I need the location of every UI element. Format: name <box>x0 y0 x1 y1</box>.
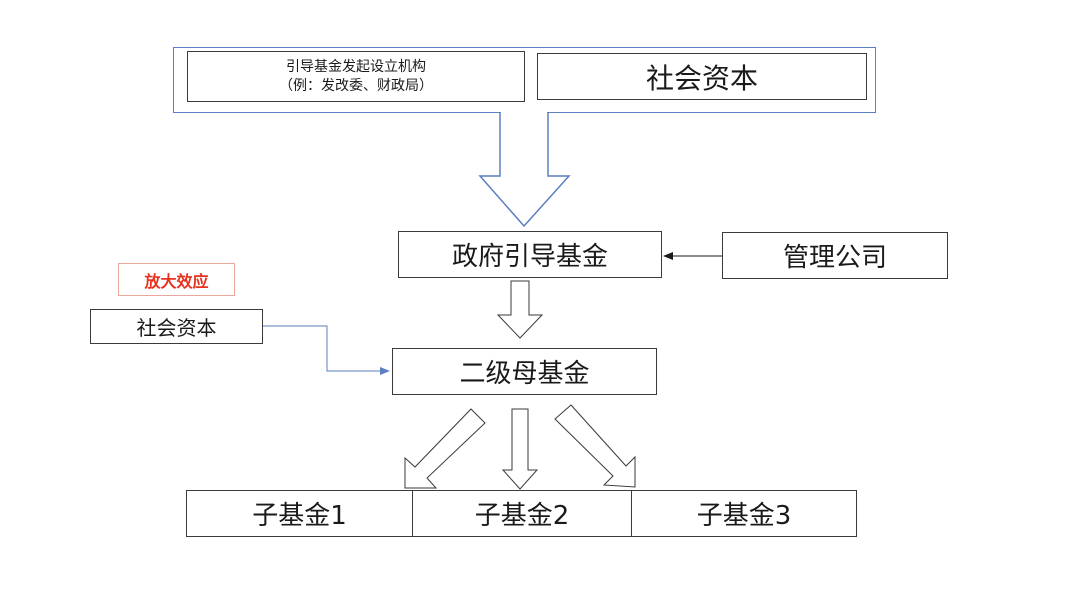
social-capital-top-label: 社会资本 <box>645 61 758 95</box>
government-guide-fund-label: 政府引导基金 <box>451 242 608 272</box>
sub-fund-box-2: 子基金2 <box>412 490 632 537</box>
sub-fund-box-3: 子基金3 <box>631 490 857 537</box>
secondary-mother-fund-label: 二级母基金 <box>459 359 590 389</box>
social-capital-top-box: 社会资本 <box>537 53 867 100</box>
top-to-government-big-arrow <box>478 113 571 228</box>
secondary-mother-fund-box: 二级母基金 <box>392 348 657 395</box>
secondary-to-subfund-2-arrow <box>501 408 539 490</box>
government-guide-fund-box: 政府引导基金 <box>398 231 662 278</box>
secondary-to-subfund-1-arrow <box>404 408 486 489</box>
amplification-effect-label: 放大效应 <box>144 271 209 291</box>
secondary-to-subfund-3-arrow <box>554 404 636 488</box>
social-capital-to-secondary-connector <box>263 325 390 375</box>
initiator-line-2: （例：发改委、财政局） <box>279 77 433 94</box>
government-to-secondary-arrow <box>496 280 544 339</box>
amplification-effect-badge: 放大效应 <box>118 263 235 296</box>
sub-fund-label-3: 子基金3 <box>696 501 792 531</box>
sub-fund-label-2: 子基金2 <box>474 501 570 531</box>
initiator-line-1: 引导基金发起设立机构 <box>286 58 426 75</box>
social-capital-side-box: 社会资本 <box>90 309 263 344</box>
social-capital-side-label: 社会资本 <box>136 316 217 340</box>
management-company-label: 管理公司 <box>782 243 887 273</box>
guide-fund-initiator-box: 引导基金发起设立机构 （例：发改委、财政局） <box>187 51 525 102</box>
sub-fund-label-1: 子基金1 <box>252 501 347 531</box>
sub-fund-box-1: 子基金1 <box>186 490 413 537</box>
management-company-box: 管理公司 <box>722 232 948 279</box>
